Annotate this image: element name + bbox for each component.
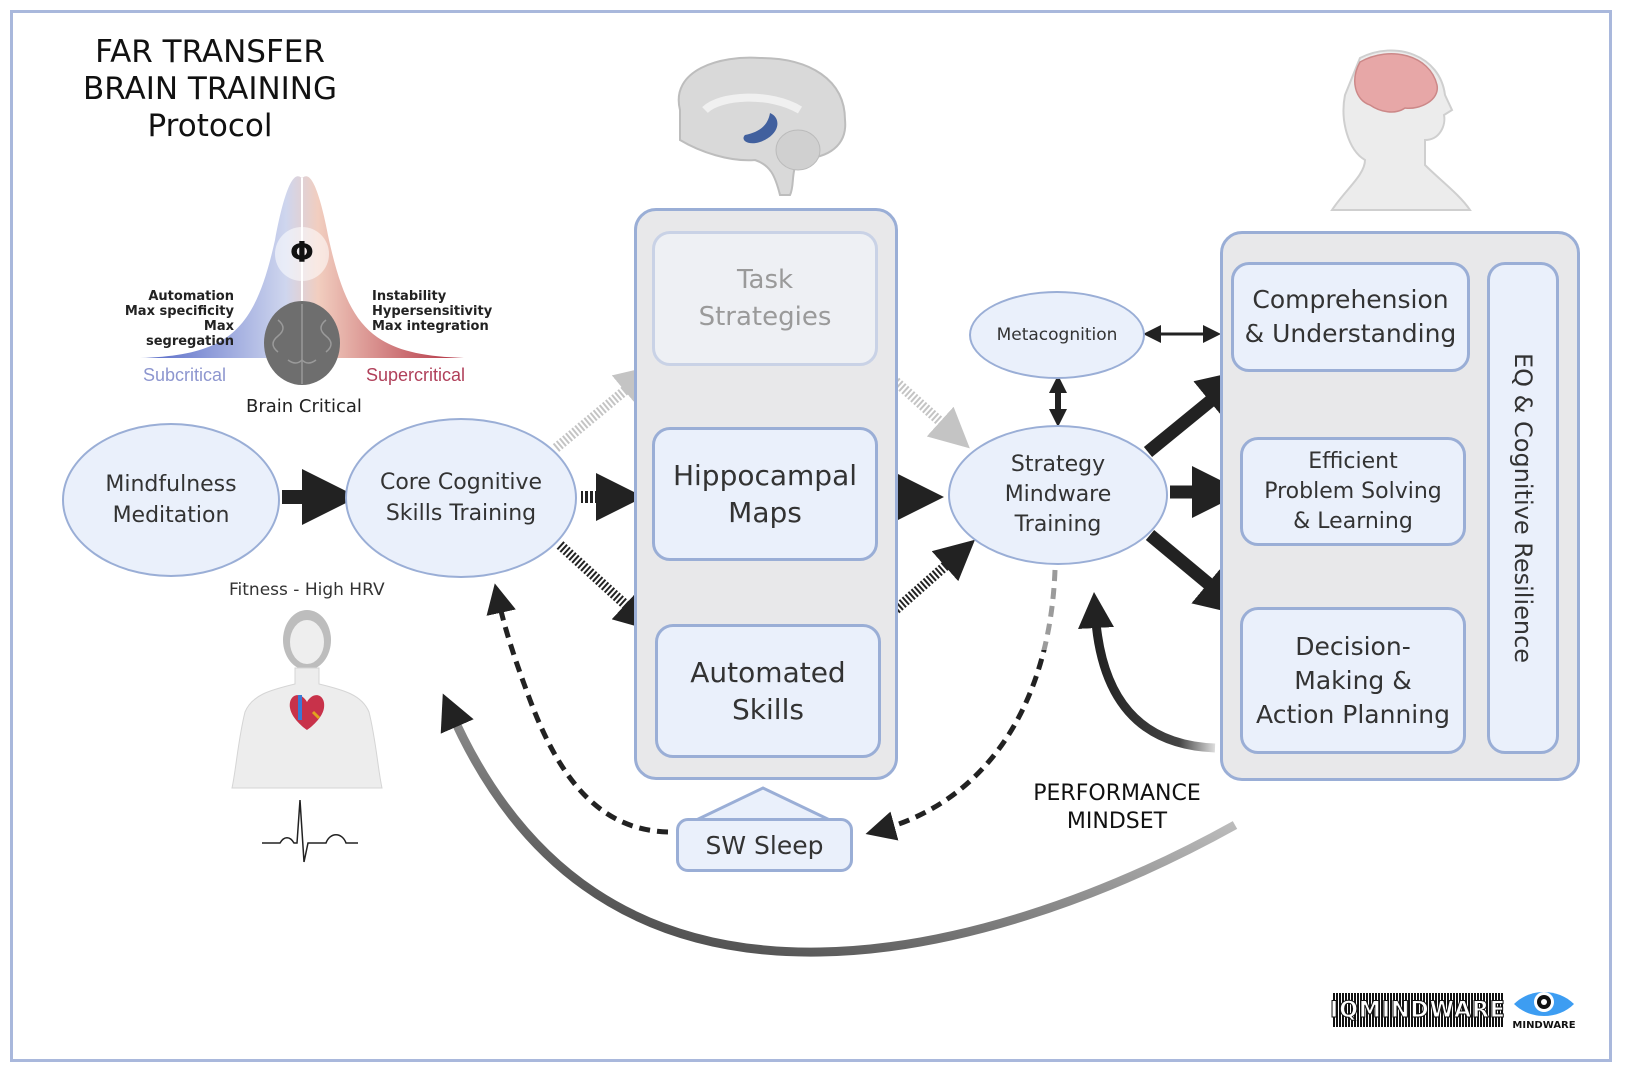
arrow-automated-to-strategy (871, 539, 975, 632)
node-eq-cognitive-resilience[interactable]: EQ & Cognitive Resilience (1487, 262, 1559, 754)
mindware-logo-text: MINDWARE (1512, 1020, 1576, 1031)
node-label: Making & (1294, 665, 1412, 695)
supercritical-traits: Instability Hypersensitivity Max integra… (372, 289, 502, 334)
title-line-3: Protocol (147, 108, 273, 144)
human-body-icon (231, 610, 383, 789)
node-label: Skills (732, 693, 804, 726)
mindware-eye-icon (1514, 992, 1574, 1016)
label-line: PERFORMANCE (1033, 781, 1201, 806)
node-label: Metacognition (996, 325, 1118, 345)
node-label: Efficient (1308, 448, 1398, 474)
node-problem-solving[interactable]: Efficient Problem Solving & Learning (1240, 437, 1466, 546)
arrow-core-to-task-strategies (552, 365, 656, 452)
human-head-icon (1330, 49, 1472, 211)
node-label: Task (736, 264, 794, 295)
node-label: Decision- (1295, 631, 1411, 661)
node-label: Comprehension (1252, 285, 1449, 314)
sleep-roof-icon (689, 786, 837, 825)
node-task-strategies[interactable]: Task Strategies (652, 231, 878, 366)
node-label: Problem Solving (1264, 478, 1442, 504)
page-title: FAR TRANSFER BRAIN TRAINING Protocol (60, 34, 360, 145)
node-label: Skills Training (385, 501, 537, 526)
heart-icon (289, 695, 325, 730)
node-label: Core Cognitive (379, 470, 543, 495)
ecg-trace-icon (262, 799, 358, 863)
performance-mindset-label: PERFORMANCE MINDSET (1012, 780, 1222, 836)
trait-hypersensitivity: Hypersensitivity (372, 304, 493, 319)
supercritical-label: Supercritical (366, 365, 466, 385)
arrow-strategy-to-decision (1145, 530, 1248, 617)
node-label: Strategies (698, 301, 832, 332)
node-label: Training (1014, 512, 1102, 537)
node-label: Mindfulness (105, 472, 237, 497)
title-line-1: FAR TRANSFER (95, 34, 325, 70)
arrow-strategy-to-comprehension (1143, 368, 1251, 458)
node-label: Hippocampal (672, 459, 858, 492)
node-label: Strategy (1010, 452, 1106, 477)
trait-automation: Automation (148, 289, 234, 304)
trait-max-specificity: Max specificity (124, 304, 234, 319)
sagittal-brain-icon (677, 56, 847, 196)
brain-critical-caption: Brain Critical (246, 396, 362, 417)
node-label: & Understanding (1244, 319, 1457, 348)
node-label: SW Sleep (705, 830, 824, 860)
trait-max-segregation: Max segregation (145, 319, 234, 349)
arrow-core-to-automated (556, 541, 655, 632)
subcritical-label: Subcritical (143, 365, 227, 385)
arrow-sleep-to-core-dashed (486, 583, 669, 835)
node-core-cognitive-skills[interactable]: Core Cognitive Skills Training (345, 418, 577, 578)
node-decision-making[interactable]: Decision- Making & Action Planning (1240, 607, 1466, 754)
node-hippocampal-maps[interactable]: Hippocampal Maps (652, 427, 878, 561)
label-line: MINDSET (1066, 809, 1168, 834)
iqmindware-logo-text: IQMINDWARE (1330, 997, 1506, 1023)
subcritical-traits: Automation Max specificity Max segregati… (120, 289, 234, 349)
node-label: Automated (690, 656, 846, 689)
fitness-label: Fitness - High HRV (229, 580, 385, 600)
trait-max-integration: Max integration (372, 319, 489, 334)
brain-top-icon (264, 301, 340, 385)
phi-symbol: Φ (290, 236, 314, 269)
node-label: Maps (728, 496, 802, 529)
node-label: Mindware (1004, 482, 1112, 507)
node-label: & Learning (1293, 508, 1413, 534)
diagram-frame (10, 10, 1612, 1062)
node-strategy-mindware-training[interactable]: Strategy Mindware Training (948, 425, 1168, 565)
iqmindware-logo: IQMINDWARE (1330, 993, 1506, 1027)
arrow-strategy-to-sleep-dashed (865, 569, 1058, 841)
node-comprehension[interactable]: Comprehension & Understanding (1231, 262, 1470, 372)
node-label: EQ & Cognitive Resilience (1509, 352, 1537, 664)
performance-loop-large (440, 693, 1238, 957)
title-line-2: BRAIN TRAINING (82, 71, 338, 107)
node-metacognition[interactable]: Metacognition (969, 291, 1145, 379)
node-label: Meditation (112, 503, 230, 528)
performance-loop-small (1078, 592, 1216, 753)
trait-instability: Instability (372, 289, 447, 304)
node-sw-sleep[interactable]: SW Sleep (676, 818, 853, 872)
arrow-task-to-strategy (868, 356, 970, 449)
node-label: Action Planning (1256, 699, 1450, 729)
node-automated-skills[interactable]: Automated Skills (655, 624, 881, 758)
node-mindfulness-meditation[interactable]: Mindfulness Meditation (62, 423, 280, 577)
